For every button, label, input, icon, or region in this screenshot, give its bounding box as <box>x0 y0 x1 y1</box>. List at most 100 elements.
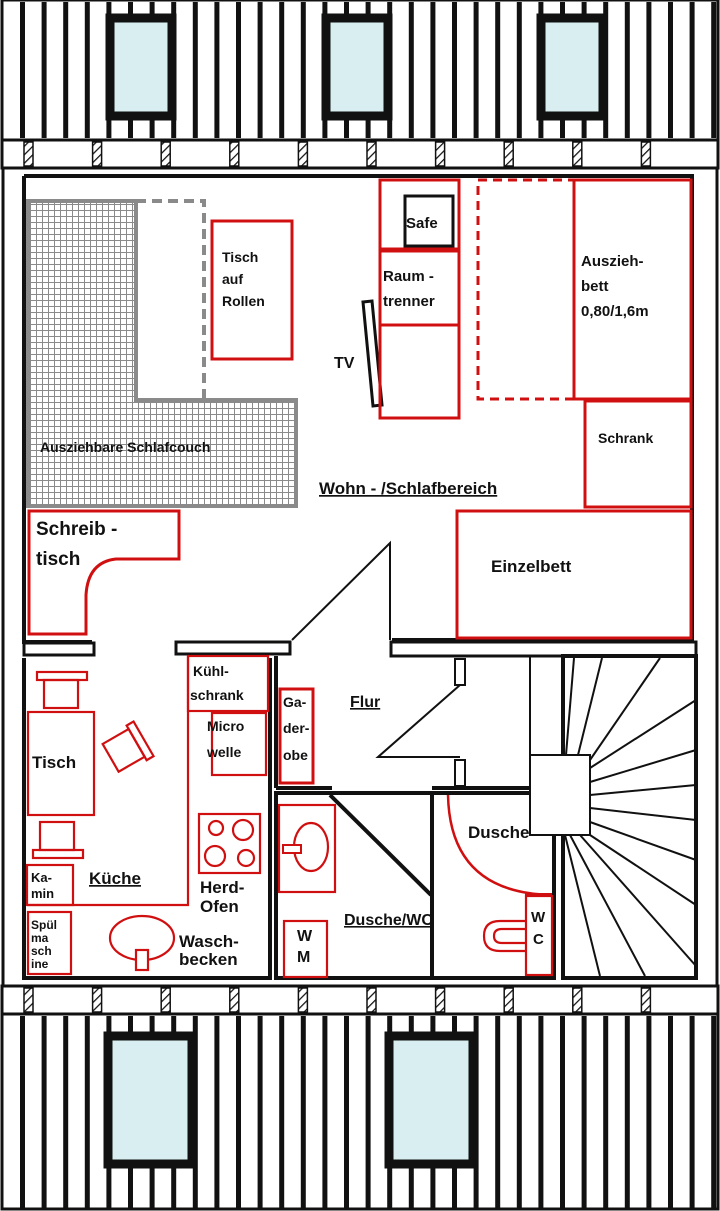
chair <box>101 720 156 774</box>
roof-slat <box>473 2 479 138</box>
pullout-bed-label-2: bett <box>581 278 609 295</box>
table-on-wheels: Tisch auf Rollen <box>210 219 294 361</box>
staircase <box>529 656 697 977</box>
stair-step <box>569 834 646 977</box>
eave-post <box>434 987 446 1013</box>
roof-slat <box>300 2 306 138</box>
sofa-extension <box>136 199 206 398</box>
eave-top-posts <box>23 141 652 167</box>
roof-slat <box>495 1016 501 1208</box>
wardrobe: Schrank <box>583 399 693 509</box>
wardrobe-label: Schrank <box>598 430 653 446</box>
washing-machine-label-2: M <box>297 949 310 966</box>
eave-post <box>503 141 514 167</box>
fireplace-label-1: Ka- <box>31 870 52 885</box>
eave-post <box>160 141 171 167</box>
roof-slat <box>646 1016 652 1208</box>
roof-slat <box>689 2 695 138</box>
wall-kitchen <box>22 658 272 980</box>
tv-shape <box>361 299 384 408</box>
roof-slat <box>581 1016 587 1208</box>
roof-slat <box>41 1016 47 1208</box>
roof-slat <box>84 1016 90 1208</box>
roof-slat <box>624 2 630 138</box>
roof-slat <box>84 2 90 138</box>
chair-back <box>31 848 85 860</box>
stair-step <box>589 657 661 761</box>
roof-slat <box>408 2 414 138</box>
eave-bottom <box>0 984 720 1016</box>
eave-post <box>503 987 514 1013</box>
dishwasher-shape <box>26 910 73 976</box>
eave-post <box>297 141 309 167</box>
roof-slat <box>452 2 457 138</box>
roof-slat <box>63 1016 69 1208</box>
roof-slat <box>279 2 285 138</box>
eave-post <box>229 987 240 1013</box>
skylight-top-right <box>536 13 608 121</box>
pullout-bed-label-1: Auszieh- <box>581 253 644 270</box>
safe-label: Safe <box>406 215 438 232</box>
eave-post <box>23 987 34 1013</box>
eave-top <box>0 138 720 170</box>
shower-label: Dusche <box>468 823 529 842</box>
toilet-label-2: C <box>533 931 544 948</box>
microwave-shape <box>210 711 268 777</box>
room-label-bath: Dusche/WC <box>344 912 433 929</box>
stove-shape <box>197 812 262 875</box>
eave-post <box>434 141 446 167</box>
pullout-bed-shape <box>572 178 693 401</box>
roof-slat <box>257 2 263 138</box>
room-label-hall: Flur <box>350 694 380 711</box>
wall-stub-kitchen <box>174 640 292 656</box>
kitchen-counter-outline <box>27 656 190 907</box>
sink-label-1: Wasch- <box>179 932 239 951</box>
stove-burner <box>203 844 227 868</box>
wardrobe-shape <box>583 399 693 509</box>
stair-step <box>564 834 601 977</box>
fireplace-label-2: min <box>31 886 54 901</box>
eave-post <box>572 141 583 167</box>
toilet-bowl-inner <box>492 927 526 945</box>
roof-slat <box>495 2 501 138</box>
roof-slat <box>668 2 673 138</box>
dishwasher-label-2: ma <box>31 931 49 945</box>
cabinet-outline <box>378 178 461 420</box>
fireplace-shape <box>25 863 75 907</box>
sink-label-2: becken <box>179 950 238 969</box>
room-divider-label-1: Raum - <box>383 268 434 285</box>
washing-machine-shape <box>282 919 329 979</box>
stair-landing <box>529 754 591 836</box>
roof-slat <box>365 1016 371 1208</box>
roof-slat <box>322 1016 328 1208</box>
stair-step <box>577 657 603 756</box>
desk-label-2: tisch <box>36 549 80 570</box>
chair-seat <box>101 727 147 774</box>
fridge-label-1: Kühl- <box>193 663 229 679</box>
roof-slat <box>214 1016 220 1208</box>
stove-burner <box>231 818 255 842</box>
roof-slat <box>560 1016 565 1208</box>
washbasin-tap <box>282 844 302 854</box>
stair-step <box>589 699 697 769</box>
stove-burner <box>236 848 256 868</box>
fridge-shape <box>186 654 270 713</box>
dishwasher-label-1: Spül <box>31 918 57 932</box>
desk-label-1: Schreib - <box>36 519 117 540</box>
roof-slat <box>516 1016 522 1208</box>
hall: Ga- der- obe Flur <box>278 687 380 785</box>
eave-post <box>297 987 309 1013</box>
toilet-bowl-outer <box>482 919 526 953</box>
roof-slat <box>624 1016 630 1208</box>
roof-slat <box>41 2 47 138</box>
eave-post <box>160 987 171 1013</box>
roof-slat <box>646 2 652 138</box>
roof-slat <box>711 1016 717 1208</box>
bathroom: W M Dusche W C Dusche/WC <box>277 794 554 979</box>
table-on-wheels-shape <box>210 219 294 361</box>
roof-slat <box>279 1016 285 1208</box>
microwave-label-1: Micro <box>207 718 244 734</box>
roof-slat <box>257 1016 263 1208</box>
sofa-shape <box>26 199 298 508</box>
